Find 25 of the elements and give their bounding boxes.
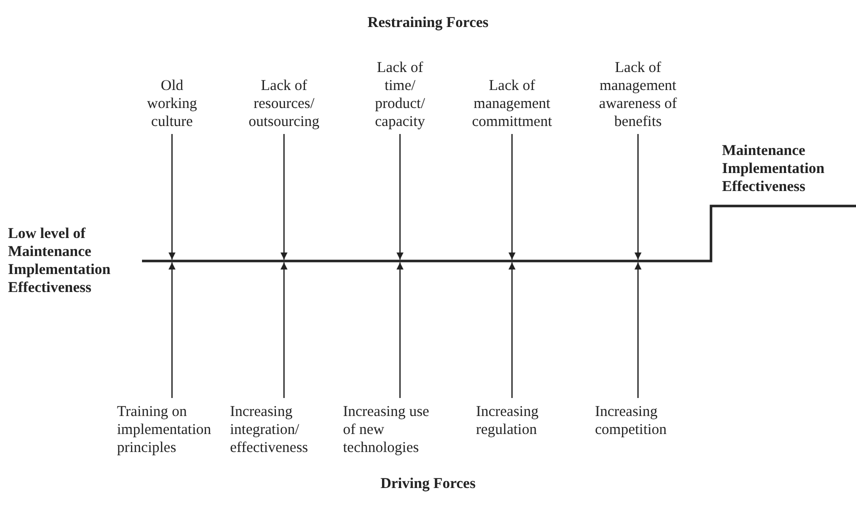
restraining-force-label: Lack of time/ product/ capacity [365, 59, 435, 131]
force-arrow [508, 262, 516, 398]
driving-force-label: Increasing use of new technologies [343, 403, 438, 457]
force-arrow [280, 262, 288, 398]
force-arrow [280, 134, 288, 260]
state-label: Low level of Maintenance Implementation Effectiveness [8, 225, 112, 297]
restraining-force-label: Lack of management committment [462, 77, 562, 131]
restraining-force-label: Lack of management awareness of benefits [588, 59, 688, 131]
force-arrow [508, 134, 516, 260]
force-arrow [168, 262, 176, 398]
driving-force-label: Training on implementation principles [117, 403, 229, 457]
restraining-force-label: Old working culture [137, 77, 207, 131]
force-arrow [634, 262, 642, 398]
driving-force-label: Increasing competition [595, 403, 685, 439]
section-heading: Restraining Forces [368, 14, 488, 32]
driving-force-label: Increasing integration/ effectiveness [230, 403, 342, 457]
force-arrow [396, 262, 404, 398]
force-arrow [168, 134, 176, 260]
effectiveness-level-line [142, 204, 856, 262]
restraining-force-label: Lack of resources/ outsourcing [234, 77, 334, 131]
section-heading: Driving Forces [380, 475, 476, 493]
state-label: Maintenance Implementation Effectiveness [722, 142, 826, 196]
driving-force-label: Increasing regulation [476, 403, 566, 439]
force-arrow [396, 134, 404, 260]
force-arrow [634, 134, 642, 260]
